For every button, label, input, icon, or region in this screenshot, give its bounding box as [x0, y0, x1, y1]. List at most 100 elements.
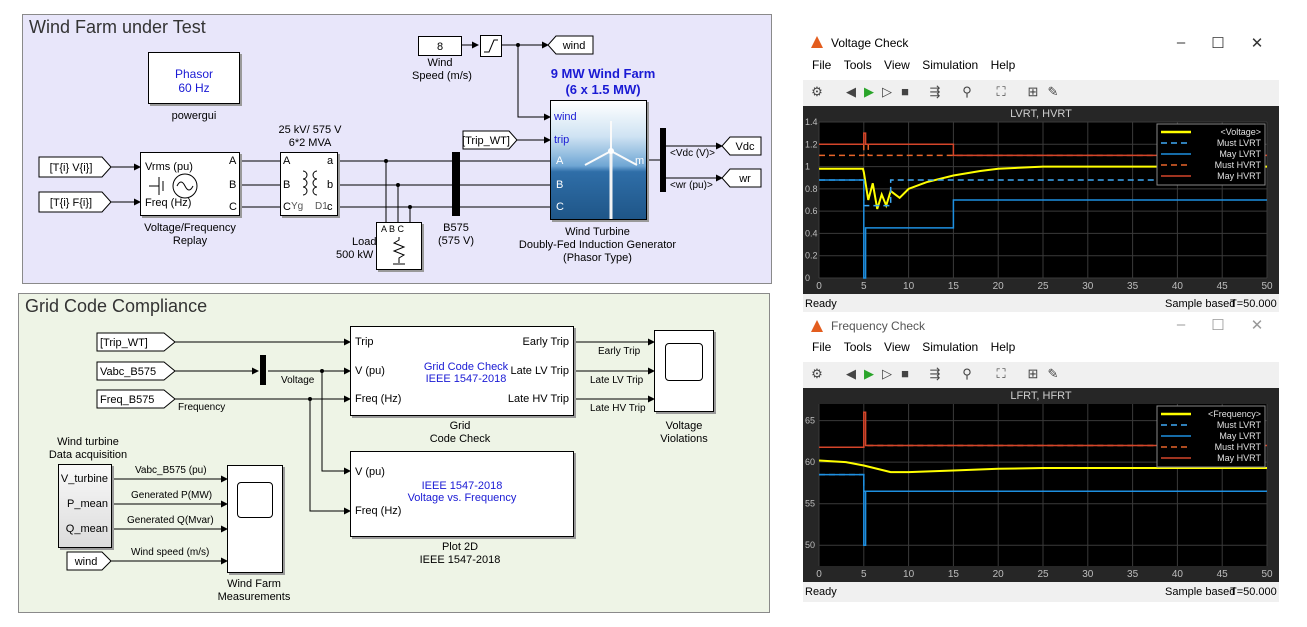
frequency-window-titlebar[interactable]: Frequency Check – ☐ ✕	[803, 312, 1279, 340]
edit-icon[interactable]: ✎	[1047, 84, 1059, 99]
y-tick-label: 0.8	[805, 184, 818, 194]
stop-icon[interactable]: ■	[901, 84, 909, 99]
legend-label: May LVRT	[1219, 149, 1261, 159]
goto-vdc-tag[interactable]: Vdc	[722, 136, 762, 156]
replay-c-port: C	[229, 201, 237, 213]
replay-label-2: Replay	[172, 235, 208, 247]
data-acquisition-block[interactable]: V_turbine P_mean Q_mean	[58, 464, 112, 548]
transformer-block[interactable]: A B C a b c Yg D1	[280, 152, 338, 216]
transformer-B-port: B	[283, 179, 291, 191]
step-forward-icon[interactable]: ▷	[882, 84, 892, 99]
minimize-button[interactable]: –	[1176, 34, 1186, 51]
check-center-1: Grid Code Check	[423, 361, 509, 373]
plot2d-v-port: V (pu)	[355, 466, 385, 478]
voltage-menubar: File Tools View Simulation Help	[803, 58, 1279, 80]
goto-wind-tag[interactable]: wind	[548, 35, 594, 55]
turbine-label-1: Wind Turbine	[565, 226, 630, 238]
maximize-button[interactable]: ☐	[1211, 317, 1225, 334]
maximize-button[interactable]: ☐	[1211, 35, 1225, 52]
menu-simulation[interactable]: Simulation	[922, 340, 979, 354]
load-block[interactable]: A B C	[376, 222, 422, 270]
from-voltage-replay-tag[interactable]: [T{i} V{i}]	[38, 156, 112, 178]
voltage-status-mode: Sample based	[1165, 298, 1236, 310]
y-tick-label: 0.2	[805, 251, 818, 261]
y-tick-label: 1	[805, 162, 810, 172]
stop-icon[interactable]: ■	[901, 366, 909, 381]
acq-title-1: Wind turbine	[57, 436, 119, 448]
voltage-frequency-replay-block[interactable]: Vrms (pu) Freq (Hz) A B C	[140, 152, 240, 216]
x-tick-label: 25	[1037, 281, 1049, 292]
close-button[interactable]: ✕	[1250, 317, 1264, 334]
run-icon[interactable]: ▶	[864, 366, 874, 381]
wind-farm-title: Wind Farm under Test	[29, 17, 206, 37]
autoscale-icon[interactable]: ⛶	[996, 84, 1006, 99]
voltage-window-titlebar[interactable]: Voltage Check – ☐ ✕	[803, 28, 1279, 58]
sig-wind-label: Wind speed (m/s)	[131, 547, 210, 558]
x-tick-label: 0	[816, 569, 822, 580]
menu-simulation[interactable]: Simulation	[922, 58, 979, 72]
bus-b575[interactable]	[452, 152, 460, 216]
step-back-icon[interactable]: ◀	[846, 366, 856, 381]
minimize-button[interactable]: –	[1176, 316, 1186, 333]
voltage-statusbar: Ready Sample based T=50.000	[803, 294, 1279, 314]
menu-help[interactable]: Help	[990, 340, 1016, 354]
bus-selector[interactable]	[660, 128, 666, 192]
from-trip-wt-grid-tag[interactable]: [Trip_WT]	[96, 332, 176, 352]
zoom-icon[interactable]: ⚲	[962, 84, 972, 99]
highlight-icon[interactable]: ⇶	[929, 366, 941, 381]
powergui-mode: Phasor	[174, 67, 214, 81]
step-forward-icon[interactable]: ▷	[882, 366, 892, 381]
step-back-icon[interactable]: ◀	[846, 84, 856, 99]
powergui-block[interactable]: Phasor 60 Hz	[148, 52, 240, 104]
menu-view[interactable]: View	[884, 340, 910, 354]
edit-icon[interactable]: ✎	[1047, 366, 1059, 381]
highlight-icon[interactable]: ⇶	[929, 84, 941, 99]
goto-vdc-text: Vdc	[736, 141, 755, 153]
from-wind-tag[interactable]: wind	[66, 551, 112, 571]
from-vabc-b575-tag[interactable]: Vabc_B575	[96, 361, 176, 381]
run-icon[interactable]: ▶	[864, 84, 874, 99]
frequency-status-time: T=50.000	[1230, 586, 1277, 598]
menu-file[interactable]: File	[812, 340, 832, 354]
frequency-signal-label: Frequency	[178, 402, 226, 413]
x-tick-label: 45	[1217, 281, 1229, 292]
settings-gear-icon[interactable]: ⚙	[811, 366, 823, 381]
voltage-selector-bar[interactable]	[260, 355, 266, 385]
x-tick-label: 5	[861, 569, 867, 580]
voltage-violations-scope[interactable]	[654, 330, 714, 412]
cursor-icon[interactable]: ⊞	[1027, 84, 1039, 99]
series-line-4	[819, 411, 1267, 448]
goto-wr-tag[interactable]: wr	[722, 168, 762, 188]
wind-speed-constant[interactable]: 8	[418, 36, 462, 56]
settings-gear-icon[interactable]: ⚙	[811, 84, 823, 99]
load-label-1: Load	[352, 236, 377, 248]
menu-tools[interactable]: Tools	[843, 58, 872, 72]
cursor-icon[interactable]: ⊞	[1027, 366, 1039, 381]
zoom-icon[interactable]: ⚲	[962, 366, 972, 381]
acq-port-p-mean: P_mean	[67, 498, 108, 510]
grid-code-check-block[interactable]: Trip V (pu) Freq (Hz) Early Trip Late LV…	[350, 326, 574, 416]
from-frequency-replay-tag[interactable]: [T{i} F{i}]	[38, 191, 112, 213]
series-line-0	[819, 165, 1267, 210]
plot-2d-block[interactable]: V (pu) Freq (Hz) IEEE 1547-2018 Voltage …	[350, 451, 574, 537]
menu-help[interactable]: Help	[990, 58, 1016, 72]
from-trip-wt-tag[interactable]: [Trip_WT]	[462, 130, 518, 150]
wind-speed-saturation[interactable]	[480, 35, 502, 57]
menu-tools[interactable]: Tools	[843, 340, 872, 354]
menu-file[interactable]: File	[812, 58, 832, 72]
close-button[interactable]: ✕	[1250, 35, 1264, 52]
check-late-hv-port: Late HV Trip	[507, 393, 569, 405]
autoscale-icon[interactable]: ⛶	[996, 366, 1006, 381]
y-tick-label: 1.2	[805, 139, 818, 149]
menu-view[interactable]: View	[884, 58, 910, 72]
ac-source-icon	[149, 173, 198, 199]
from-freq-b575-tag[interactable]: Freq_B575	[96, 389, 176, 409]
out-late-lv-label: Late LV Trip	[590, 375, 644, 386]
wind-turbine-block[interactable]: wind trip A B C m	[550, 100, 647, 220]
frequency-check-window[interactable]: Frequency Check – ☐ ✕ File Tools View Si…	[803, 312, 1279, 602]
voltage-check-window[interactable]: Voltage Check – ☐ ✕ File Tools View Simu…	[803, 28, 1279, 314]
voltage-toolbar: ⚙ ◀ ▶ ▷ ■ ⇶ ⚲ ⛶ ⊞ ✎	[803, 80, 1279, 107]
wind-farm-measurements-scope[interactable]	[227, 465, 283, 573]
